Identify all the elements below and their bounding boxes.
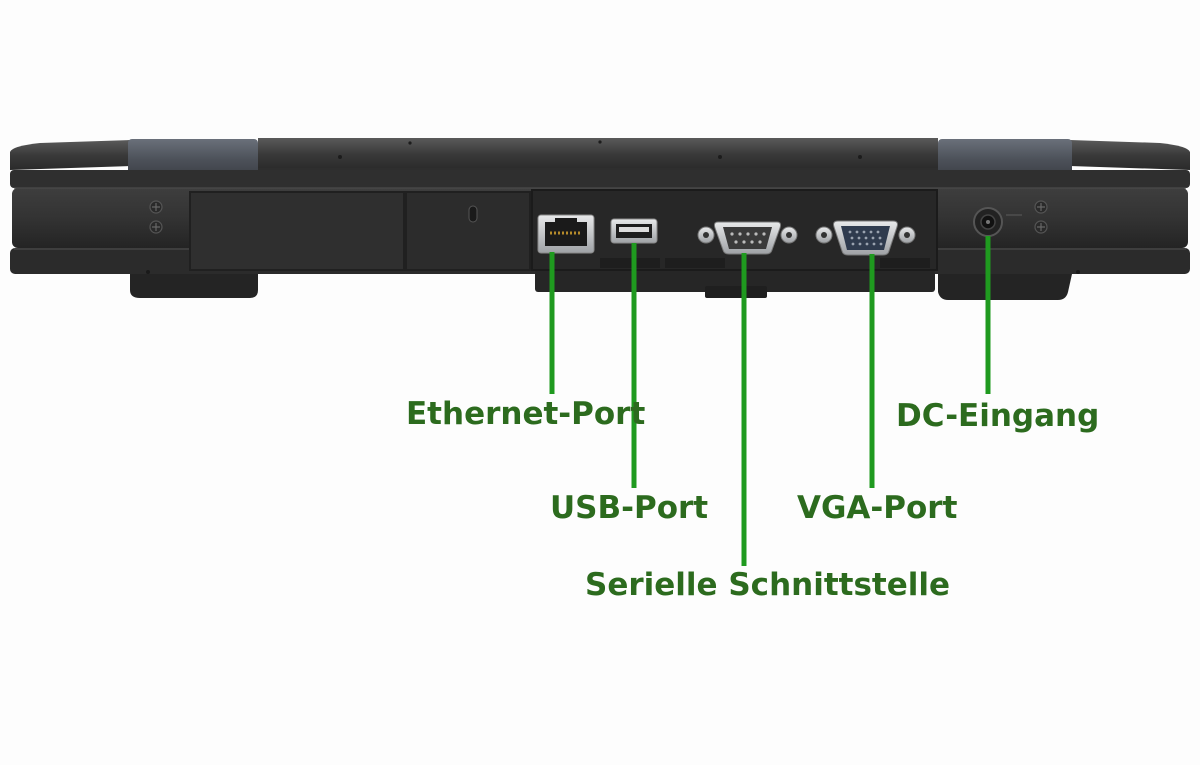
right-hinge	[938, 139, 1072, 179]
serial-port-label: Serielle Schnittstelle	[585, 567, 951, 603]
db9-serial-port-icon	[697, 221, 798, 255]
laptop-lid	[10, 140, 130, 170]
vga-port-icon	[815, 220, 916, 256]
dc-input-label: DC-Eingang	[896, 398, 1100, 434]
rj45-port-icon	[537, 214, 595, 254]
usb-a-port-icon	[610, 218, 658, 244]
laptop-body	[10, 138, 1190, 300]
ethernet-port-label: Ethernet-Port	[406, 396, 646, 432]
callout-lines	[549, 236, 991, 566]
usb-port-label: USB-Port	[550, 490, 709, 526]
left-hinge	[128, 139, 258, 179]
vga-port-label: VGA-Port	[797, 490, 958, 526]
